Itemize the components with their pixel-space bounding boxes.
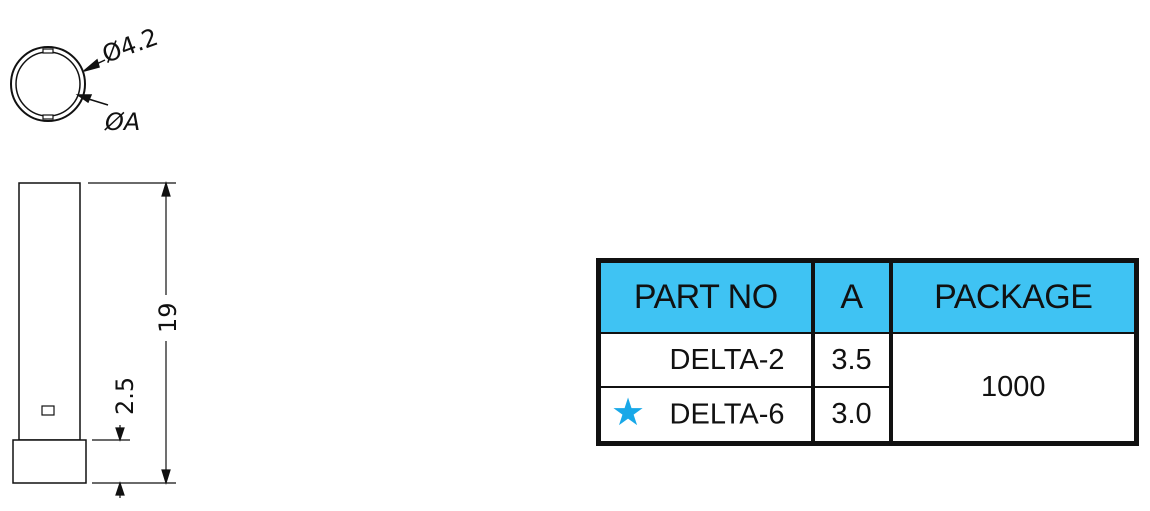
cell-a: 3.0 [810,386,893,445]
cell-a: 3.5 [810,331,893,389]
table-header-row: PART NO A PACKAGE [597,259,1138,334]
cell-part-no-starred: ★ DELTA-6 [597,386,814,445]
header-package: PACKAGE [889,259,1138,334]
dimension-step [92,425,130,498]
dim-inner-diameter-label: ØA [104,108,140,136]
dim-length-label: 19 [154,302,182,333]
technical-drawing: Ø4.2 ØA 19 2.5 [10,23,182,498]
leader-outer-diameter [83,58,106,72]
part-number-table: PART NO A PACKAGE DELTA-2 3.5 1000 ★ DEL… [596,258,1139,446]
cell-part-no: DELTA-2 [597,331,814,389]
leader-inner-diameter [75,94,109,106]
side-view [12,182,87,484]
star-icon: ★ [611,392,646,435]
cell-part-no-label: DELTA-6 [669,398,785,431]
cell-package: 1000 [889,331,1138,445]
header-a: A [810,259,893,334]
dim-step-label: 2.5 [111,377,139,415]
table-row: ★ DELTA-6 3.0 [597,386,1137,445]
header-part-no: PART NO [597,259,814,334]
top-view [10,46,86,122]
dim-outer-diameter-label: Ø4.2 [98,23,161,69]
table-row: DELTA-2 3.5 1000 [597,331,1138,445]
